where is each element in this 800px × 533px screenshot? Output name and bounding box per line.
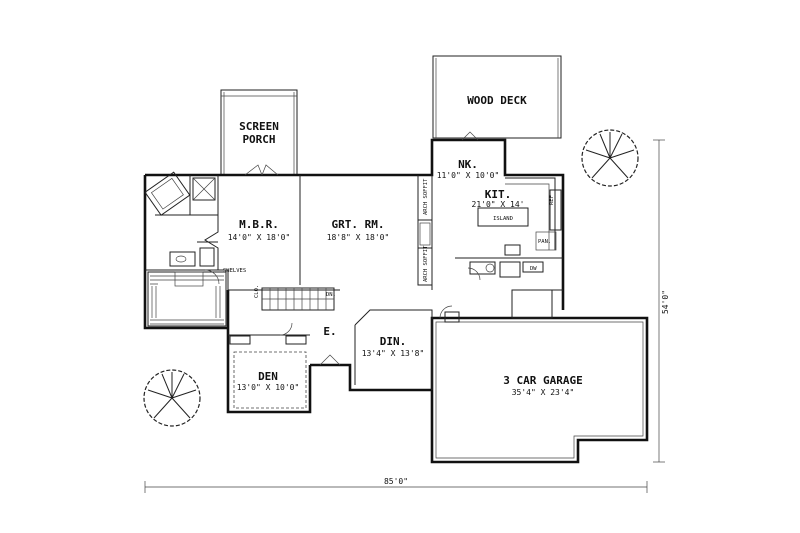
den-label: DEN xyxy=(258,370,278,383)
nook-label: NK. xyxy=(458,158,478,171)
ref-note: REF xyxy=(549,195,555,205)
dining-label: DIN. xyxy=(380,335,407,348)
screen-porch-label-line2: PORCH xyxy=(242,133,275,146)
wood-deck-label: WOOD DECK xyxy=(467,94,527,107)
garage-label: 3 CAR GARAGE xyxy=(503,374,582,387)
overall-depth-label: 54'0" xyxy=(661,290,670,314)
tree-left xyxy=(143,369,201,427)
master-bath-fixtures xyxy=(144,171,216,267)
den-built-ins xyxy=(229,335,307,409)
closet-note: CLO. xyxy=(254,285,260,298)
stairs xyxy=(261,287,335,311)
dimension-lines xyxy=(144,139,665,493)
island-label: ISLAND xyxy=(493,216,513,222)
overall-width-label: 85'0" xyxy=(384,477,408,486)
doors xyxy=(204,131,481,366)
nook-size: 11'0" X 10'0" xyxy=(437,171,500,180)
tree-right xyxy=(581,129,639,187)
arch-soffit-top: ARCH SOFFIT xyxy=(423,178,429,215)
dw-note: DW xyxy=(530,266,537,272)
great-room-size: 18'8" X 18'0" xyxy=(327,233,390,242)
kitchen-label: KIT. xyxy=(485,188,512,201)
entry-label: E. xyxy=(323,325,336,338)
kitchen-size: 21'0" X 14' xyxy=(472,200,525,209)
arch-soffit-bottom: ARCH SOFFIT xyxy=(423,245,429,282)
shelves-note: SHELVES xyxy=(223,268,246,274)
down-note: DN. xyxy=(326,292,336,298)
kitchen-fixtures xyxy=(469,177,562,278)
mbr-label: M.B.R. xyxy=(239,218,279,231)
dining-size: 13'4" X 13'8" xyxy=(362,349,425,358)
mbr-size: 14'0" X 18'0" xyxy=(228,233,291,242)
screen-porch-label-line1: SCREEN xyxy=(239,120,279,133)
pantry-note: PAN. xyxy=(538,239,551,245)
garage-details xyxy=(435,289,644,459)
den-size: 13'0" X 10'0" xyxy=(237,383,300,392)
garage-size: 35'4" X 23'4" xyxy=(512,388,575,397)
great-room-label: GRT. RM. xyxy=(332,218,385,231)
fireplace xyxy=(417,219,433,249)
wood-deck xyxy=(432,55,562,139)
closet-shelves xyxy=(147,271,227,327)
